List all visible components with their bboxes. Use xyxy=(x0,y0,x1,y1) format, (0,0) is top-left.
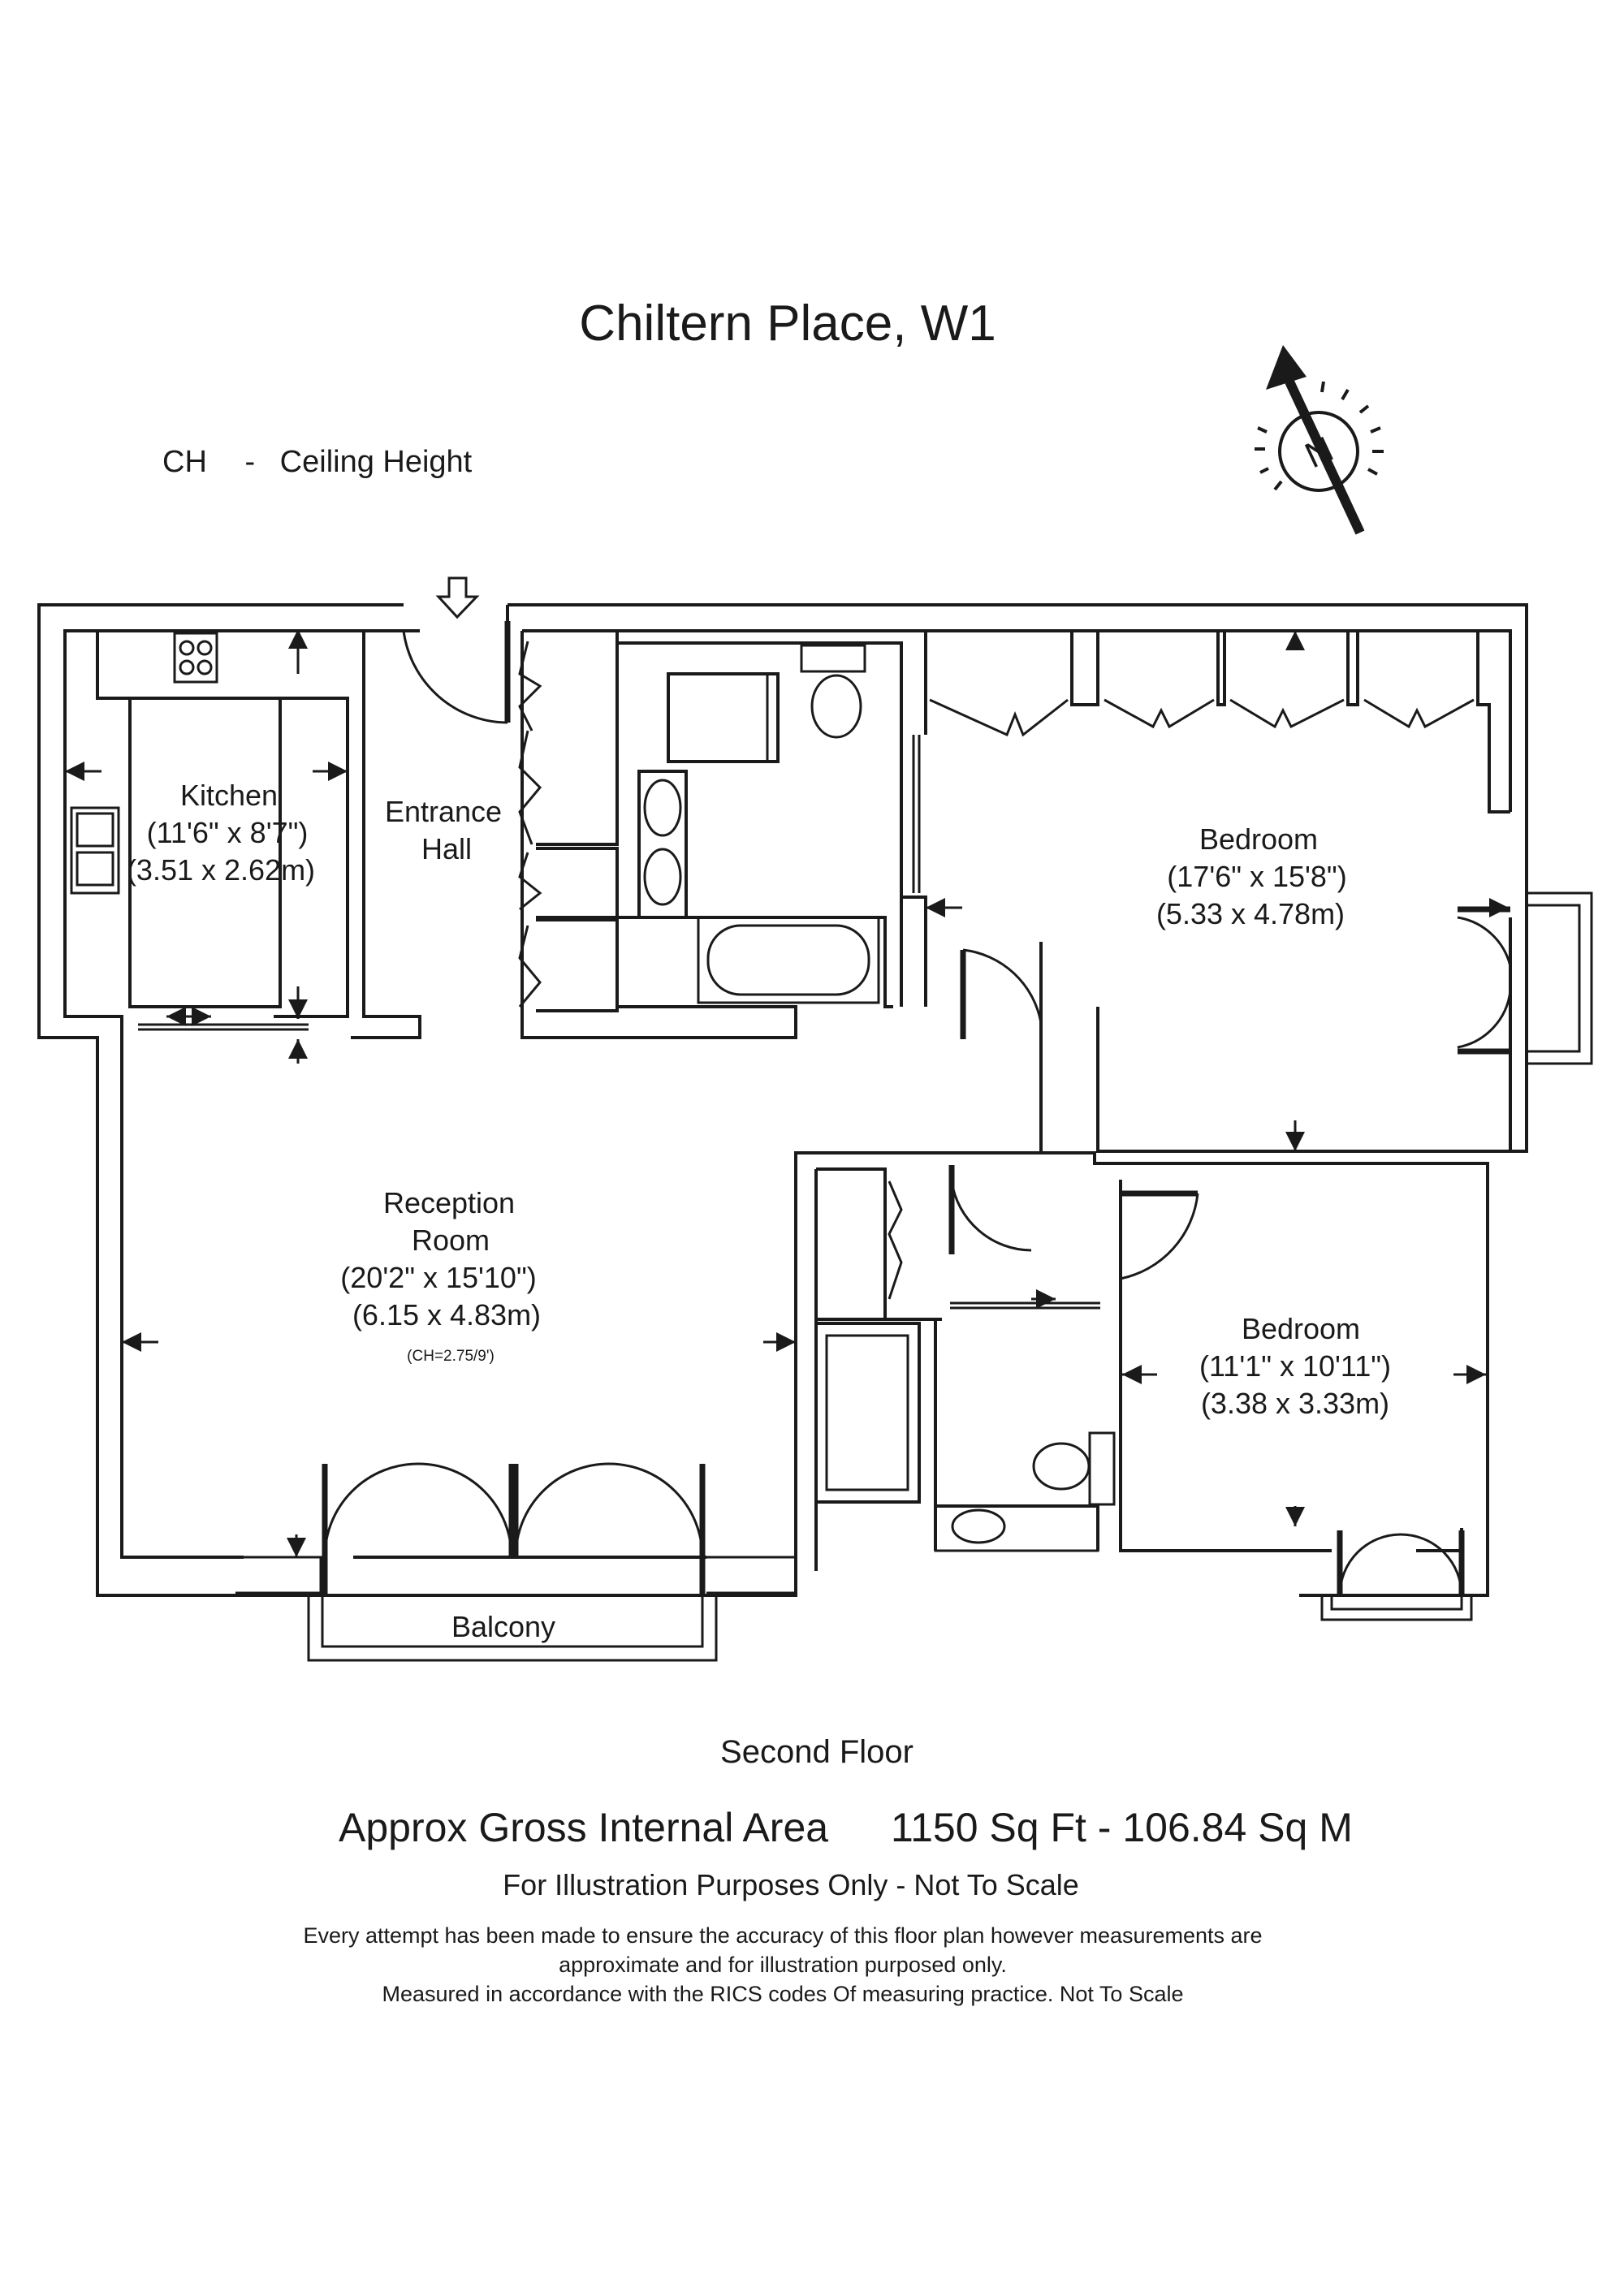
bath-icon-2 xyxy=(814,1322,921,1504)
disclaimer-line-2: approximate and for illustration purpose… xyxy=(559,1953,1007,1977)
reception-label: Reception xyxy=(382,1186,516,1219)
doors xyxy=(138,621,1512,1596)
toilet-icon xyxy=(810,674,862,739)
basin-icon xyxy=(643,848,682,906)
page-title: Chiltern Place, W1 xyxy=(579,296,996,352)
north-arrow-icon xyxy=(1255,345,1384,535)
bath-icon xyxy=(697,916,880,1004)
compass-circle xyxy=(1278,411,1359,492)
toilet-icon-2 xyxy=(1032,1442,1091,1491)
bedroom1-dimensions-metric: (5.33 x 4.78m) xyxy=(1155,897,1345,930)
area-line: Approx Gross Internal Area 1150 Sq Ft - … xyxy=(339,1804,1353,1851)
legend-meaning: Ceiling Height xyxy=(279,445,473,479)
exterior-walls xyxy=(37,603,1528,1597)
toilet-cistern-icon-2 xyxy=(1088,1431,1116,1506)
legend-abbreviation: CH xyxy=(162,445,207,479)
hob-icon xyxy=(173,632,218,684)
area-label: Approx Gross Internal Area xyxy=(339,1805,829,1850)
disclaimer-line-1: Every attempt has been made to ensure th… xyxy=(303,1923,1263,1948)
bedroom2-label: Bedroom xyxy=(1241,1312,1361,1345)
reception-ceiling-height: (CH=2.75/9') xyxy=(407,1348,495,1365)
kitchen-dimensions-imperial: (11'6" x 8'7") xyxy=(146,816,309,849)
area-value: 1150 Sq Ft - 106.84 Sq M xyxy=(891,1805,1353,1850)
bedroom2-dimensions-imperial: (11'1" x 10'11") xyxy=(1199,1349,1392,1383)
reception-dimensions-metric: (6.15 x 4.83m) xyxy=(352,1298,542,1331)
illustration-note: For Illustration Purposes Only - Not To … xyxy=(503,1868,1079,1901)
floor-label: Second Floor xyxy=(720,1734,914,1770)
bedroom2-dimensions-metric: (3.38 x 3.33m) xyxy=(1200,1387,1390,1420)
disclaimer-line-3: Measured in accordance with the RICS cod… xyxy=(382,1982,1184,2006)
bedroom1-label: Bedroom xyxy=(1199,822,1319,856)
toilet-cistern-icon xyxy=(800,644,866,673)
dimension-arrows xyxy=(65,629,1509,1557)
kitchen-dimensions-metric: (3.51 x 2.62m) xyxy=(126,853,316,887)
balcony-label: Balcony xyxy=(451,1610,556,1643)
interior-walls xyxy=(96,629,1510,1595)
legend: CH - Ceiling Height xyxy=(162,445,472,480)
entrance-hall-label-2: Hall xyxy=(421,832,473,865)
fixtures xyxy=(70,632,1116,1552)
reception-dimensions-imperial: (20'2" x 15'10") xyxy=(340,1261,537,1294)
windows xyxy=(235,891,1593,1621)
entrance-hall-label: Entrance xyxy=(384,795,503,828)
entrance-arrow-icon xyxy=(435,576,480,619)
bedroom1-dimensions-imperial: (17'6" x 15'8") xyxy=(1167,860,1347,893)
basin-icon-2 xyxy=(934,1504,1099,1552)
shower-tray-icon xyxy=(667,672,769,763)
kitchen-label: Kitchen xyxy=(179,779,279,812)
sink-icon xyxy=(70,806,120,895)
basin-icon xyxy=(643,779,682,837)
legend-dash: - xyxy=(244,445,256,479)
reception-label-2: Room xyxy=(411,1224,490,1257)
balcony-outline xyxy=(307,1595,718,1662)
